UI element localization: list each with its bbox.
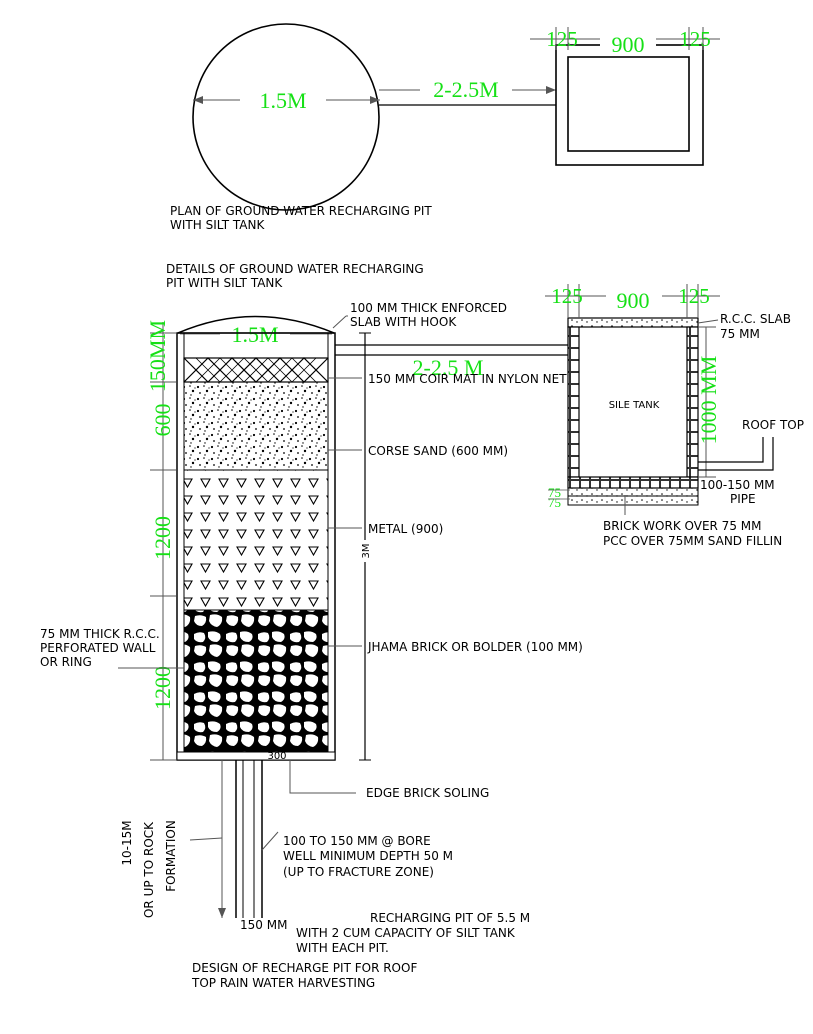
capacity-note-line2: WITH 2 CUM CAPACITY OF SILT TANK [296,926,516,940]
notes: RECHARGING PIT OF 5.5 M WITH 2 CUM CAPAC… [191,911,530,990]
plan-title-line2: WITH SILT TANK [170,218,265,232]
coir-mat-layer [183,357,329,383]
plan-distance: 2-2.5M [433,77,498,102]
plan-tank-wall-right: 125 [679,27,711,51]
arrow-icon [193,96,203,104]
plan-silt-tank-outer [555,44,704,166]
bore-label-line3: (UP TO FRACTURE ZONE) [283,865,434,879]
sand-label: CORSE SAND (600 MM) [368,444,508,458]
tank-wall-right-dim: 125 [678,284,710,308]
brick-label: JHAMA BRICK OR BOLDER (100 MM) [367,640,583,654]
capacity-note-line1: RECHARGING PIT OF 5.5 M [370,911,530,925]
plan-view: 1.5M 2-2.5M 125 900 125 PLAN OF GROUND W… [170,23,720,232]
base-dim-2: 75 [548,495,561,510]
bore-diameter-label: 150 MM [240,918,287,932]
pipe-label-line2: PIPE [730,492,756,506]
tank-base-sand [567,495,699,506]
plan-pit-diameter: 1.5M [259,88,306,113]
dim-top-slab: 150MM [145,320,170,392]
pipe-label-line1: 100-150 MM [700,478,775,492]
depth-label-line1: 10-15M [120,820,134,865]
tank-slab [567,317,699,328]
dome-slab [177,315,335,334]
bore-well [218,760,263,918]
tank-base-pcc [567,487,699,497]
bore-label-line1: 100 TO 150 MM @ BORE [283,834,431,848]
section-distance: 2-2.5 M [413,355,484,380]
slab-label-line2: SLAB WITH HOOK [350,315,457,329]
dim-total-depth: 3M [361,544,372,559]
coarse-sand-layer [183,381,329,471]
base-dim-1: 75 [548,485,561,500]
plan-tank-wall-left: 125 [546,27,578,51]
dim-sand: 600 [150,404,175,437]
arrow-icon [218,908,226,918]
edge-brick-soling [176,751,336,761]
wall-label-line3: OR RING [40,655,92,669]
plan-pit-circle [192,23,380,211]
metal-label: METAL (900) [368,522,443,536]
section-pit-diameter: 1.5M [231,322,278,347]
tank-slab-label-line1: R.C.C. SLAB [720,312,791,326]
plan-tank-width: 900 [612,32,645,57]
coir-label: 150 MM COIR MAT IN NYLON NET [368,372,567,386]
slab-label-line1: 100 MM THICK ENFORCED [350,301,507,315]
jhama-brick-layer [183,609,329,753]
wall-label-line2: PERFORATED WALL [40,641,156,655]
plan-silt-tank-inner [567,56,690,152]
section-title-line1: DETAILS OF GROUND WATER RECHARGING [166,262,424,276]
design-title-line1: DESIGN OF RECHARGE PIT FOR ROOF [192,961,417,975]
tank-base-brick [567,476,699,489]
design-title-line2: TOP RAIN WATER HARVESTING [191,976,375,990]
capacity-note-line3: WITH EACH PIT. [296,941,389,955]
depth-label-line2: OR UP TO ROCK [142,821,156,918]
arrow-icon [546,86,556,94]
depth-label-line3: FORMATION [164,820,178,892]
roof-pipe [698,437,764,463]
plan-title-line1: PLAN OF GROUND WATER RECHARGING PIT [170,204,432,218]
wall-label-line1: 75 MM THICK R.C.C. [40,627,160,641]
soling-label: EDGE BRICK SOLING [366,786,489,800]
bore-label-line2: WELL MINIMUM DEPTH 50 M [283,849,453,863]
tank-name: SILE TANK [609,400,660,411]
base-label-line1: BRICK WORK OVER 75 MM [603,519,761,533]
arrow-icon [370,96,380,104]
dim-brick: 1200 [150,666,175,710]
section-title-line2: PIT WITH SILT TANK [166,276,283,290]
base-dimension: 300 [267,751,286,762]
dim-metal: 1200 [150,516,175,560]
tank-left-wall [567,326,580,478]
tank-width-dim: 900 [617,288,650,313]
base-label-line2: PCC OVER 75MM SAND FILLIN [603,534,782,548]
roof-top-label: ROOF TOP [742,418,804,432]
silt-tank-section: SILE TANK 125 900 125 1000 MM R.C.C. SLA… [545,284,804,548]
section-view: DETAILS OF GROUND WATER RECHARGING PIT W… [40,262,583,932]
tank-slab-label-line2: 75 MM [720,327,760,341]
metal-layer [183,469,329,611]
tank-height-dim: 1000 MM [696,356,721,445]
tank-wall-left-dim: 125 [551,284,583,308]
